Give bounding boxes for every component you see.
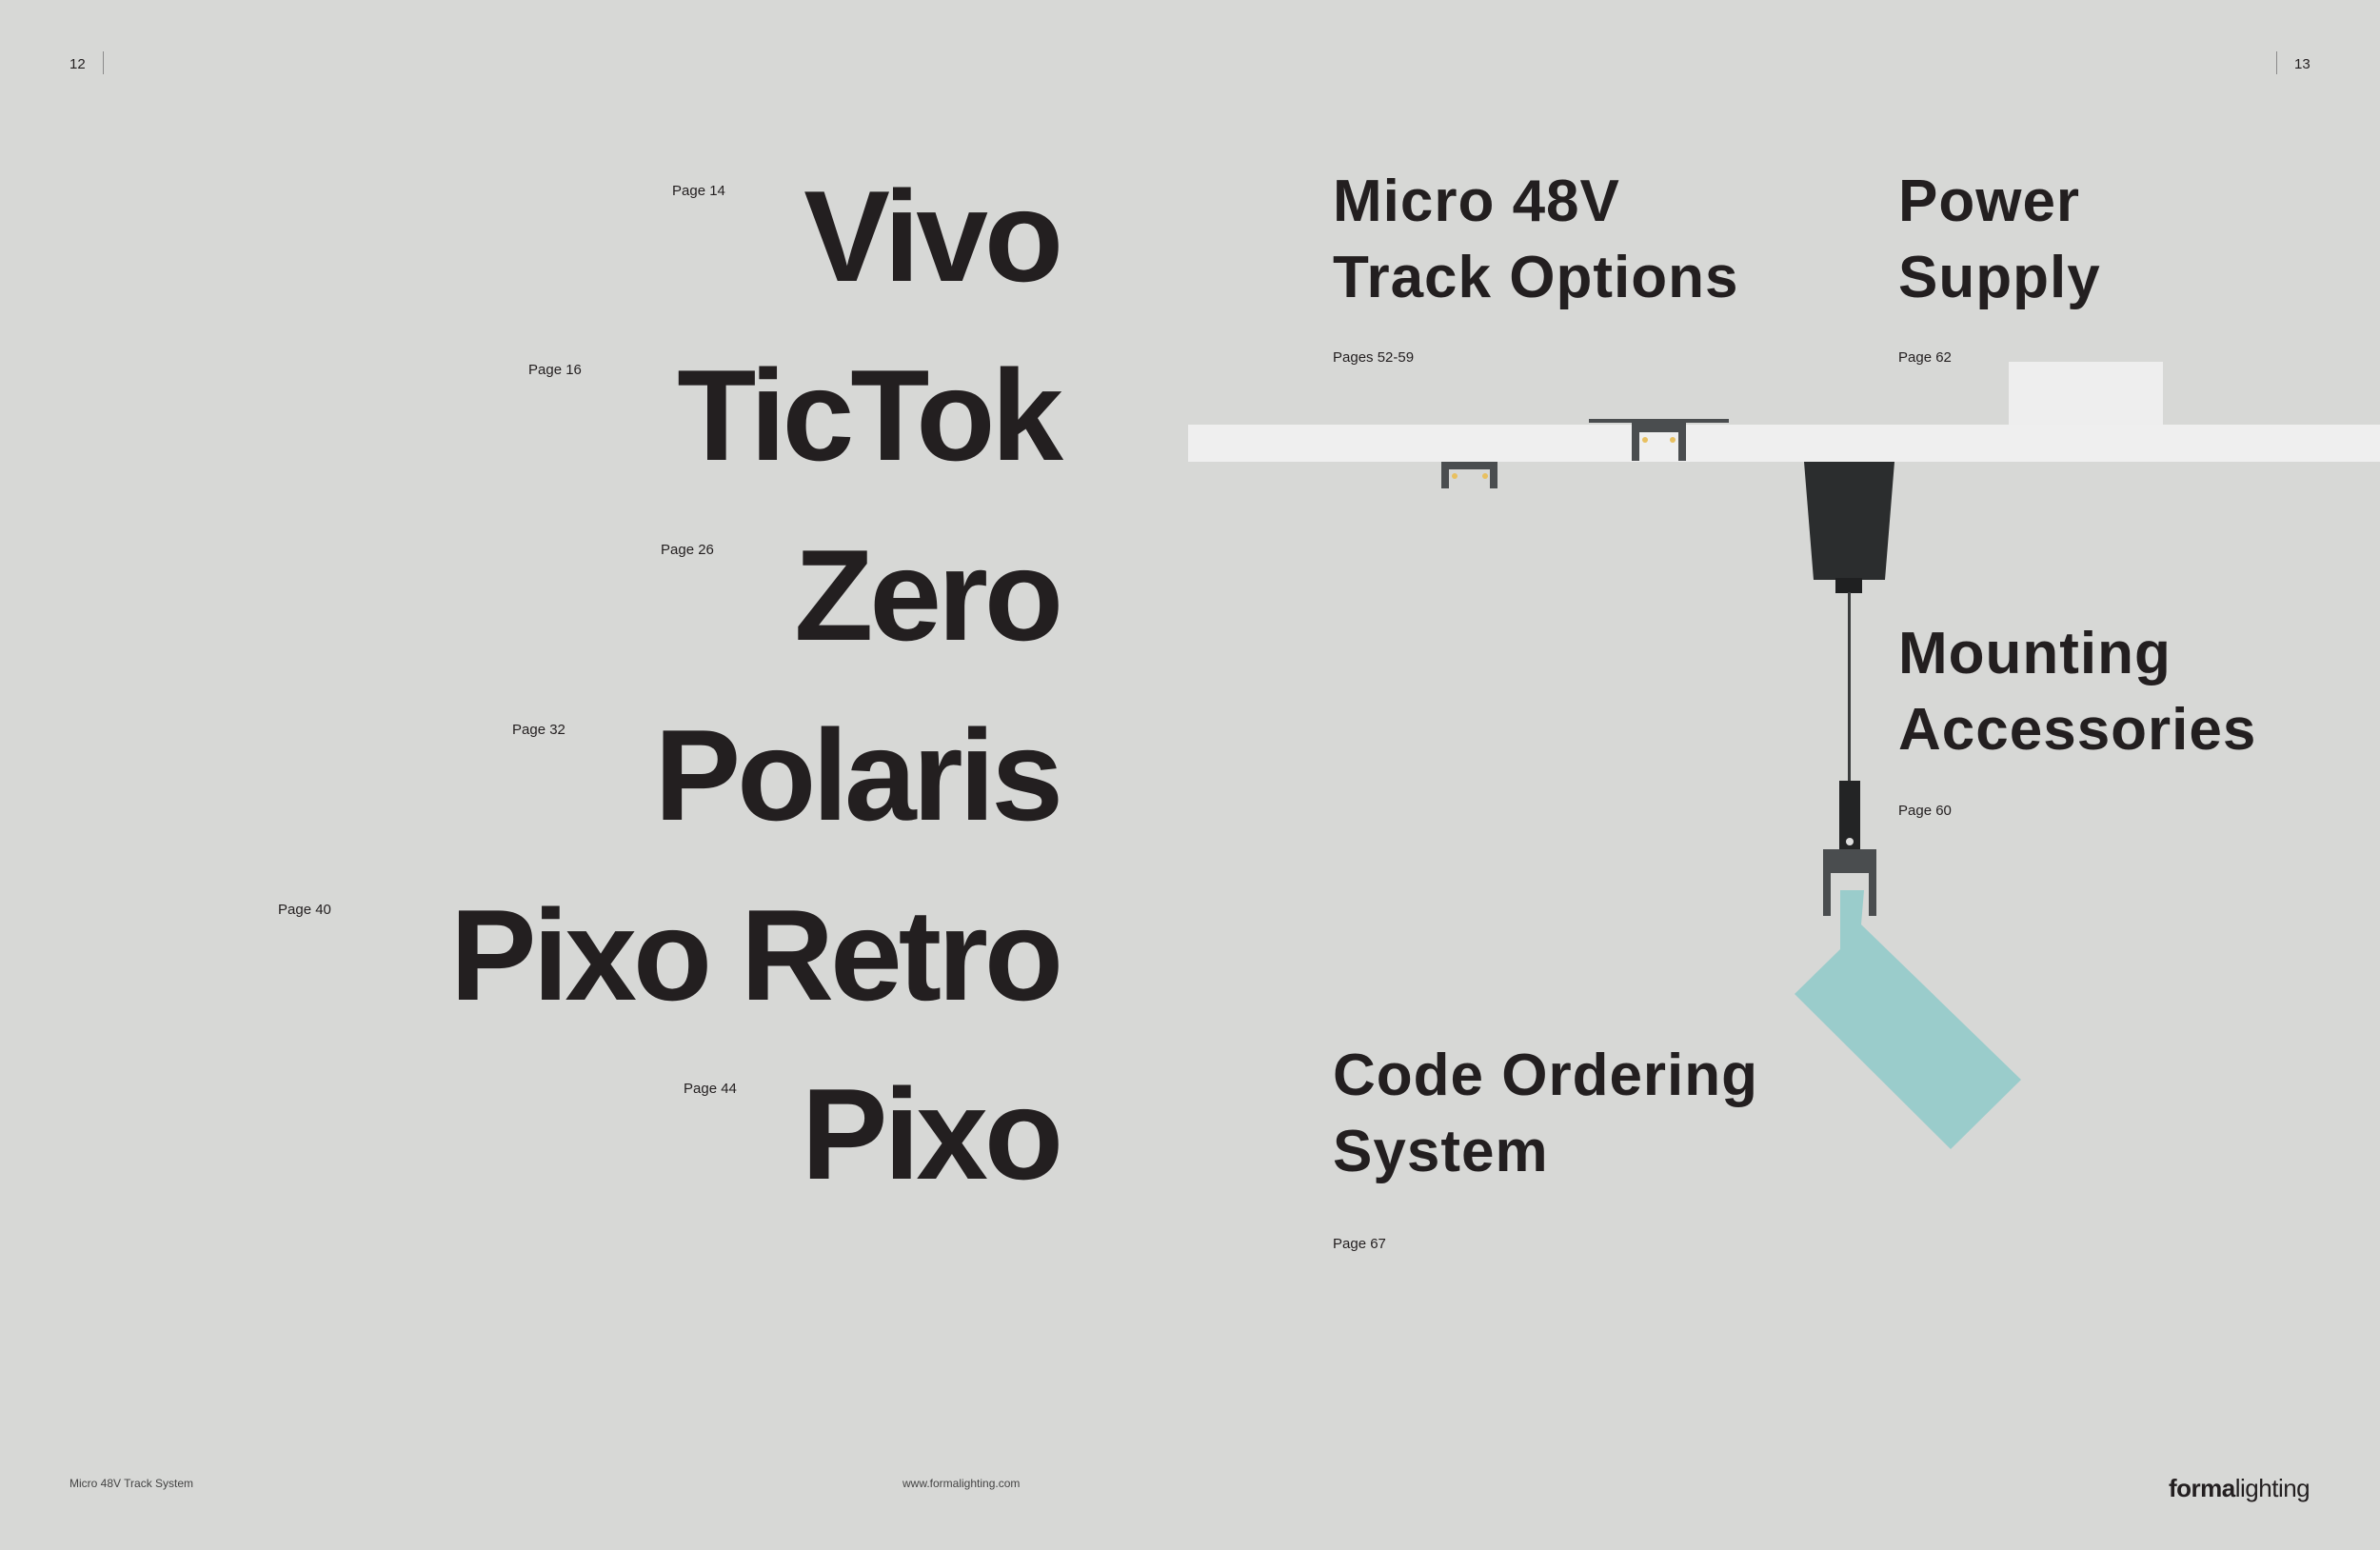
pendant-mount <box>1804 462 1894 916</box>
section-power-supply[interactable]: Power Supply <box>1898 169 2101 310</box>
page-ref-pixo-retro: Page 40 <box>278 902 331 918</box>
brand-logo: formalighting <box>2169 1474 2311 1503</box>
page-number-left: 12 <box>69 56 86 72</box>
product-vivo[interactable]: Vivo <box>803 164 1063 308</box>
section-code-ordering[interactable]: Code Ordering System <box>1333 1043 1759 1184</box>
track-light-head <box>1795 890 2021 1149</box>
footer-title: Micro 48V Track System <box>69 1477 194 1490</box>
divider <box>2276 51 2277 74</box>
product-pixo-retro[interactable]: Pixo Retro <box>449 883 1063 1027</box>
page-ref-track-options: Pages 52-59 <box>1333 349 1415 366</box>
page-ref-zero: Page 26 <box>661 542 714 558</box>
footer-url[interactable]: www.formalighting.com <box>902 1477 1021 1490</box>
surface-track-profile <box>1441 462 1497 488</box>
page-ref-code-ordering: Page 67 <box>1333 1236 1386 1252</box>
page-ref-vivo: Page 14 <box>672 183 725 199</box>
power-supply-box <box>2009 362 2163 428</box>
divider <box>103 51 104 74</box>
ceiling-slab <box>1188 425 2380 462</box>
page-ref-mounting: Page 60 <box>1898 803 1952 819</box>
recessed-track-profile <box>1589 419 1729 461</box>
section-track-options[interactable]: Micro 48V Track Options <box>1333 169 1739 310</box>
page-number-right: 13 <box>2294 56 2311 72</box>
page-ref-power-supply: Page 62 <box>1898 349 1952 366</box>
section-mounting-accessories[interactable]: Mounting Accessories <box>1898 621 2257 763</box>
logo-light: lighting <box>2234 1474 2311 1502</box>
product-zero[interactable]: Zero <box>794 523 1063 667</box>
page-ref-pixo: Page 44 <box>684 1081 737 1097</box>
product-tictok[interactable]: TicTok <box>677 343 1063 487</box>
product-polaris[interactable]: Polaris <box>654 703 1063 847</box>
page-ref-polaris: Page 32 <box>512 722 565 738</box>
page-ref-tictok: Page 16 <box>528 362 582 378</box>
product-pixo[interactable]: Pixo <box>801 1062 1063 1206</box>
logo-bold: forma <box>2169 1474 2235 1502</box>
